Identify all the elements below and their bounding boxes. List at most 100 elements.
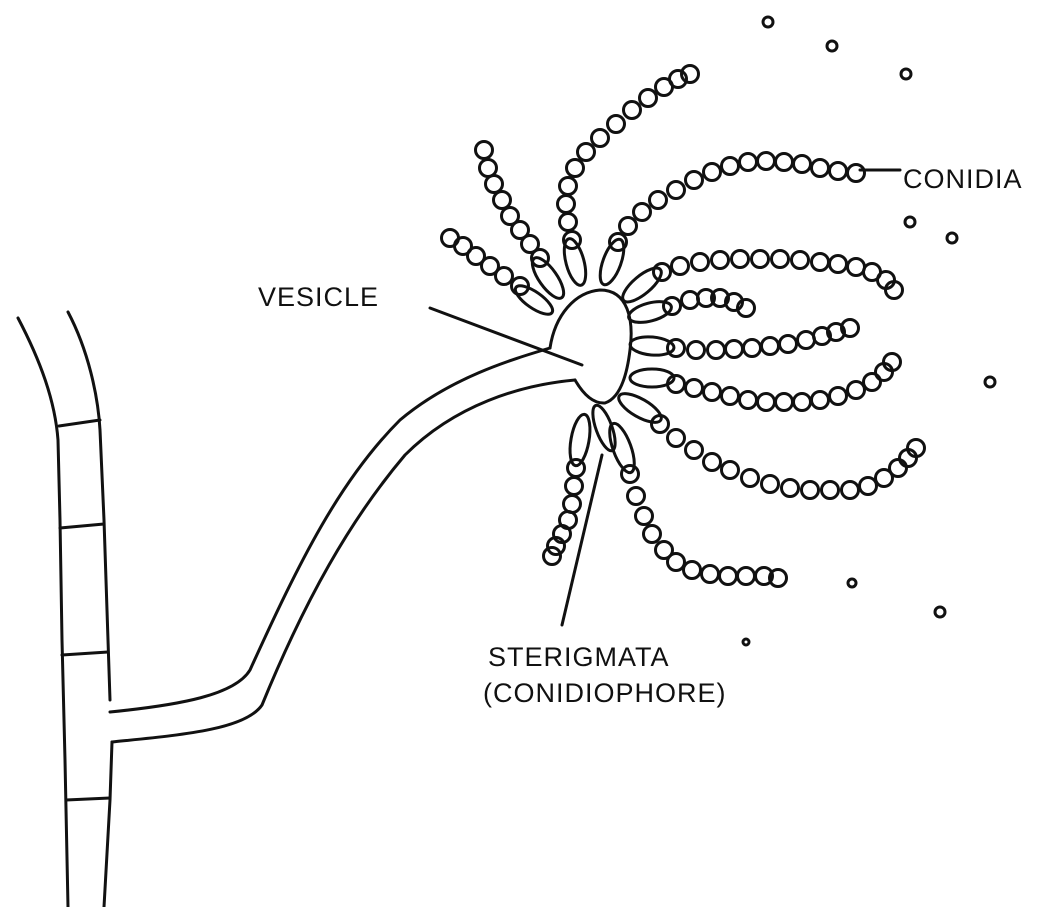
free-conidium xyxy=(827,41,837,51)
conidium xyxy=(740,154,757,171)
conidia-label: CONIDIA xyxy=(903,164,1023,194)
conidia-chain xyxy=(610,153,865,251)
conidium xyxy=(848,382,865,399)
conidium xyxy=(848,165,865,182)
conidium xyxy=(798,332,815,349)
conidium xyxy=(738,568,755,585)
conidium xyxy=(758,153,775,170)
conidium xyxy=(772,251,789,268)
conidium xyxy=(780,336,797,353)
conidium xyxy=(644,526,661,543)
conidium xyxy=(560,214,577,231)
conidium xyxy=(668,340,685,357)
vesicle-label: VESICLE xyxy=(258,282,379,312)
conidium xyxy=(812,160,829,177)
conidium xyxy=(682,292,699,309)
conidium xyxy=(668,554,685,571)
conidium xyxy=(776,394,793,411)
septum xyxy=(62,652,108,655)
conidia-chain xyxy=(476,142,549,267)
conidium xyxy=(480,160,497,177)
conidium xyxy=(494,192,511,209)
free-conidium xyxy=(905,217,915,227)
sterigma xyxy=(511,281,556,319)
conidium xyxy=(782,480,799,497)
conidium xyxy=(684,562,701,579)
conidium xyxy=(628,488,645,505)
conidia-chains xyxy=(442,66,925,587)
conidium xyxy=(567,160,584,177)
conidium xyxy=(712,252,729,269)
conidium xyxy=(822,482,839,499)
conidium xyxy=(702,566,719,583)
conidium xyxy=(860,478,877,495)
vesicle xyxy=(550,290,631,403)
conidium xyxy=(848,259,865,276)
conidium xyxy=(708,342,725,359)
conidium xyxy=(842,482,859,499)
conidium xyxy=(742,470,759,487)
conidium xyxy=(686,380,703,397)
conidium xyxy=(722,158,739,175)
conidium xyxy=(802,482,819,499)
conidium xyxy=(668,182,685,199)
conidium xyxy=(704,454,721,471)
conidium xyxy=(830,163,847,180)
conidium xyxy=(688,342,705,359)
free-conidia xyxy=(743,17,995,645)
conidium xyxy=(704,164,721,181)
free-conidium xyxy=(901,69,911,79)
conidium xyxy=(564,496,581,513)
conidium xyxy=(650,192,667,209)
conidium xyxy=(620,218,637,235)
conidium xyxy=(558,196,575,213)
conidium xyxy=(686,172,703,189)
conidium xyxy=(830,256,847,273)
conidium xyxy=(668,430,685,447)
conidium xyxy=(686,442,703,459)
conidium xyxy=(776,154,793,171)
conidium xyxy=(752,251,769,268)
conidium xyxy=(568,460,585,477)
sterigma xyxy=(588,403,619,454)
conidium xyxy=(740,392,757,409)
hypha-right-wall-lower xyxy=(104,742,112,907)
conidia-chain xyxy=(544,460,585,565)
conidium xyxy=(486,176,503,193)
conidium xyxy=(634,204,651,221)
conidium xyxy=(794,394,811,411)
conidium xyxy=(762,476,779,493)
conidium xyxy=(476,142,493,159)
conidium xyxy=(636,508,653,525)
sterigmata-group xyxy=(511,236,674,475)
conidium xyxy=(502,208,519,225)
conidium xyxy=(758,394,775,411)
conidium xyxy=(830,388,847,405)
conidium xyxy=(442,230,459,247)
conidium xyxy=(726,341,743,358)
conidium xyxy=(722,388,739,405)
conidium xyxy=(692,254,709,271)
conidia-chain xyxy=(558,66,699,249)
conidia-chain xyxy=(442,230,529,295)
septate-hypha xyxy=(18,312,112,907)
conidia-chain xyxy=(668,320,859,359)
conidium xyxy=(560,178,577,195)
septum xyxy=(59,420,100,426)
conidium xyxy=(704,384,721,401)
conidia-chain xyxy=(652,416,925,499)
sterigmata-label: STERIGMATA xyxy=(488,642,670,672)
hypha-right-wall-upper xyxy=(68,312,110,700)
free-conidium xyxy=(763,17,773,27)
conidium xyxy=(762,338,779,355)
sterigma xyxy=(595,236,628,287)
conidium xyxy=(578,144,595,161)
conidium xyxy=(624,102,641,119)
conidium xyxy=(566,478,583,495)
free-conidium xyxy=(848,579,856,587)
free-conidium xyxy=(985,377,995,387)
hypha-left-wall xyxy=(18,318,68,907)
conidium xyxy=(812,254,829,271)
septum xyxy=(60,524,104,528)
